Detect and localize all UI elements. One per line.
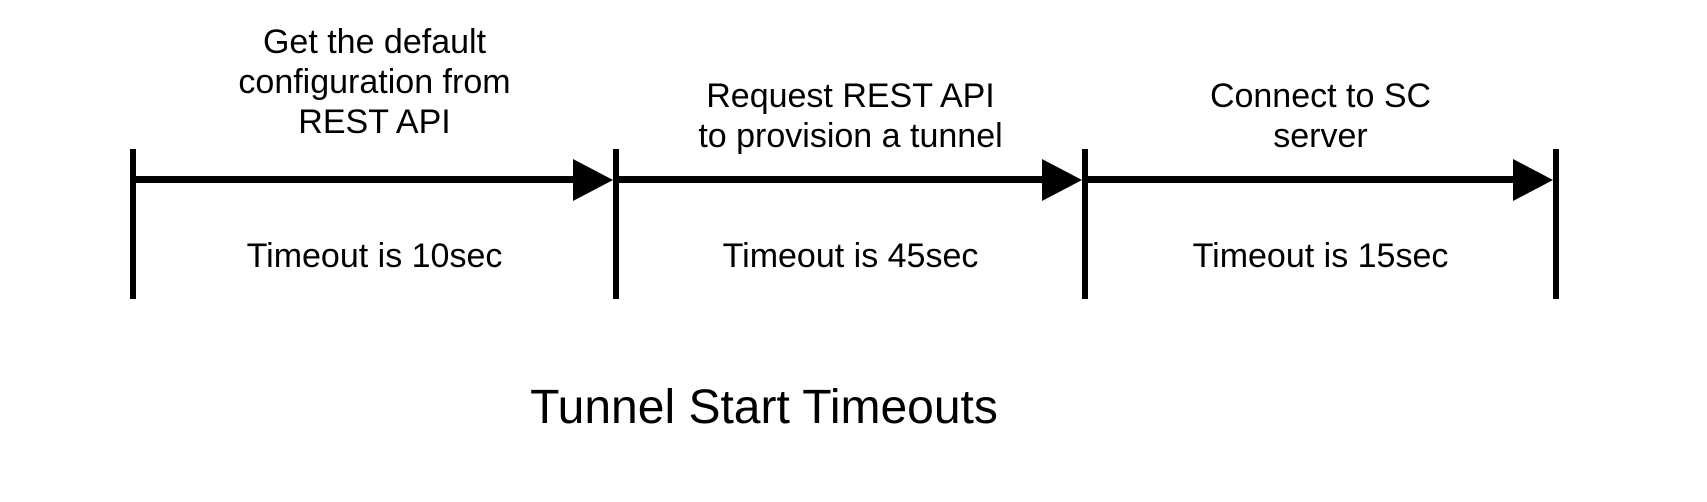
timeout-label: Timeout is 10sec	[246, 237, 503, 275]
arrow-shaft	[616, 176, 1049, 183]
phase-segment-connect-sc-server: Connect to SC server Timeout is 15sec	[1085, 0, 1556, 310]
arrow-shaft	[133, 176, 580, 183]
phase-label: Connect to SC server	[1209, 77, 1432, 155]
arrow-right-icon	[1513, 159, 1553, 201]
diagram-title: Tunnel Start Timeouts	[530, 381, 998, 434]
arrow-right-icon	[1042, 159, 1082, 201]
timeout-label: Timeout is 45sec	[722, 237, 979, 275]
arrow-right-icon	[573, 159, 613, 201]
arrow-shaft	[1085, 176, 1520, 183]
phase-label: Request REST API to provision a tunnel	[698, 77, 1003, 155]
timeline-tick-3	[1082, 149, 1088, 299]
phase-segment-provision-tunnel: Request REST API to provision a tunnel T…	[616, 0, 1085, 310]
phase-label: Get the default configuration from REST …	[238, 23, 511, 141]
timeline-tick-1	[130, 149, 136, 299]
timeline-tick-4	[1553, 149, 1559, 299]
phase-segment-get-default-configuration: Get the default configuration from REST …	[133, 0, 616, 310]
timeline-tick-2	[613, 149, 619, 299]
timeout-label: Timeout is 15sec	[1192, 237, 1449, 275]
